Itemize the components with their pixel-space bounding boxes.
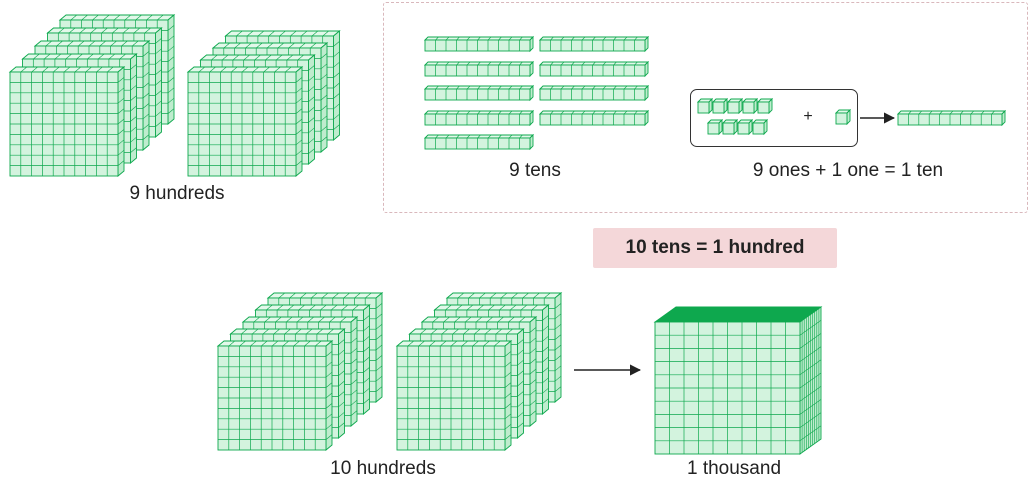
tens-rule-highlight: 10 tens = 1 hundred [593, 228, 837, 268]
plus-sign: + [803, 108, 812, 126]
label-ones-equation: 9 ones + 1 one = 1 ten [753, 160, 943, 182]
ones-group-box [690, 89, 858, 147]
hundred-flats-stack-bottom [218, 293, 561, 450]
hundred-flat [10, 67, 124, 176]
hundred-flat [218, 341, 332, 450]
label-10-hundreds: 10 hundreds [330, 458, 436, 480]
label-1-thousand: 1 thousand [687, 458, 781, 480]
hundred-flats-stack-top [10, 15, 340, 176]
label-9-tens: 9 tens [509, 160, 561, 182]
hundred-flat [188, 67, 302, 176]
thousand-cube [655, 307, 821, 454]
thousand-cube-block [655, 307, 821, 454]
label-9-hundreds: 9 hundreds [129, 183, 224, 205]
hundred-flat [397, 341, 511, 450]
